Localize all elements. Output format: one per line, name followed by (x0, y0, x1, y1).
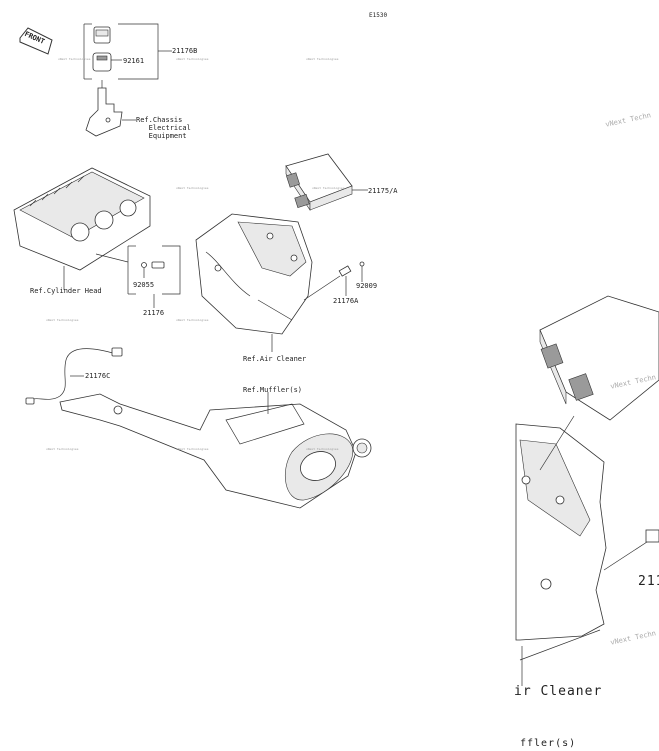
part-21176b-label: 21176B (172, 47, 198, 55)
watermark: vNext Technologies (46, 318, 79, 322)
air-cleaner-icon (195, 213, 365, 352)
cylinder-head-icon (13, 167, 151, 290)
watermark: vNext Technologies (176, 186, 209, 190)
watermark: vNext Technologies (176, 318, 209, 322)
sensor-box (95, 245, 181, 308)
zoom-detail (515, 295, 659, 686)
relay-bracket-box (83, 23, 172, 80)
part-92161-label: 92161 (123, 57, 145, 65)
chassis-bracket-icon (85, 80, 136, 137)
watermark: vNext Technologies (306, 57, 339, 61)
zoom-part-label: 211 (638, 574, 659, 589)
part-21176a-label: 21176A (333, 297, 359, 305)
relay-icon (92, 26, 112, 72)
watermark: vNext Technologies (312, 186, 345, 190)
part-21175a-label: 21175/A (368, 187, 398, 195)
watermark: vNext Technologies (176, 57, 209, 61)
front-arrow-icon (19, 27, 53, 55)
part-21176c-label: 21176C (85, 372, 111, 380)
ref-chassis-label: Ref.Chassis Electrical Equipment (136, 116, 191, 140)
zoom-muffler-label: ffler(s) (520, 738, 577, 749)
muffler-icon (59, 392, 372, 509)
watermark: vNext Technologies (306, 447, 339, 451)
part-21176-label: 21176 (143, 309, 165, 317)
ref-muffler-label: Ref.Muffler(s) (243, 386, 303, 394)
ref-air-cleaner-label: Ref.Air Cleaner (243, 355, 307, 363)
watermark: vNext Technologies (46, 447, 79, 451)
ref-cylinder-head-label: Ref.Cylinder Head (30, 287, 102, 295)
part-92009-label: 92009 (356, 282, 378, 290)
watermark: vNext Technologies (58, 57, 91, 61)
part-92055-label: 92055 (133, 281, 155, 289)
watermark: vNext Technologies (176, 447, 209, 451)
ecu-module-icon (285, 153, 368, 211)
zoom-air-cleaner-label: ir Cleaner (514, 684, 603, 699)
wire-harness-icon (25, 347, 123, 405)
diagram-code: E1530 (369, 12, 388, 19)
